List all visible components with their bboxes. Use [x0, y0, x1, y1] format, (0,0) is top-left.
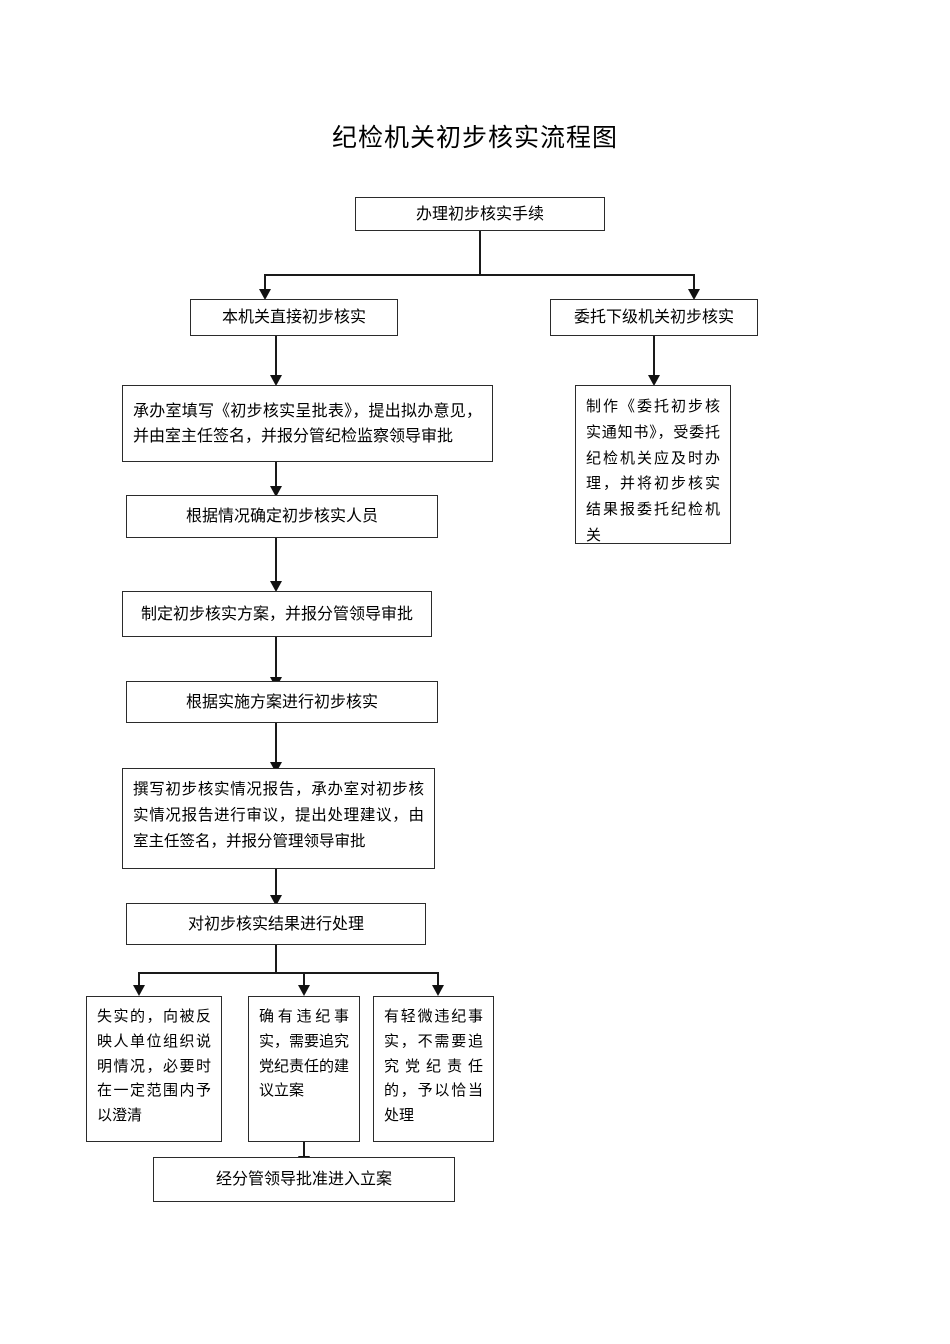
edge-start-right-drop	[693, 274, 695, 293]
arrow-to-entrust-notice	[648, 375, 660, 386]
edge-handle-drop-left	[138, 972, 140, 989]
edge-assign-to-plan	[275, 538, 277, 584]
node-assign-staff-label: 根据情况确定初步核实人员	[185, 506, 378, 526]
arrow-to-handle-result	[270, 895, 282, 906]
arrow-to-branch-entrust	[688, 289, 700, 300]
edge-start-stem	[479, 231, 481, 275]
edge-report-to-handle	[275, 869, 277, 904]
edge-fillform-to-assign	[275, 462, 277, 495]
node-outcome-case: 确有违纪事实，需要追究党纪责任的建议立案	[248, 996, 360, 1142]
node-entrust-notice-label: 制作《委托初步核实通知书》，受委托纪检机关应及时办理，并将初步核实结果报委托纪检…	[586, 397, 720, 544]
node-handle-result-label: 对初步核实结果进行处理	[187, 913, 364, 933]
edge-case-to-final	[303, 1142, 305, 1167]
node-outcome-case-label: 确有违纪事实，需要追究党纪责任的建议立案	[259, 1007, 350, 1100]
edge-handle-drop-right	[437, 972, 439, 989]
arrow-to-outcome-minor	[432, 985, 444, 996]
arrow-to-outcome-false	[133, 985, 145, 996]
edge-handle-split-bar	[138, 972, 438, 974]
node-branch-entrust: 委托下级机关初步核实	[550, 299, 758, 336]
node-final-approval-label: 经分管领导批准进入立案	[215, 1169, 392, 1189]
edge-handle-stem	[275, 945, 277, 973]
node-handle-result: 对初步核实结果进行处理	[126, 903, 426, 945]
node-outcome-false: 失实的，向被反映人单位组织说明情况，必要时在一定范围内予以澄清	[86, 996, 222, 1142]
arrow-to-assign-staff	[270, 486, 282, 497]
node-outcome-minor-label: 有轻微违纪事实，不需要追究党纪责任的，予以恰当处理	[384, 1007, 483, 1124]
arrow-to-fillform	[270, 375, 282, 386]
node-branch-entrust-label: 委托下级机关初步核实	[573, 307, 734, 327]
node-assign-staff: 根据情况确定初步核实人员	[126, 495, 438, 538]
node-branch-self-label: 本机关直接初步核实	[221, 307, 366, 327]
node-execute-plan-label: 根据实施方案进行初步核实	[185, 691, 378, 711]
node-make-plan: 制定初步核实方案，并报分管领导审批	[122, 591, 432, 637]
edge-plan-to-execute	[275, 637, 277, 680]
node-make-plan-label: 制定初步核实方案，并报分管领导审批	[140, 603, 413, 623]
arrow-to-branch-self	[259, 289, 271, 300]
edge-execute-to-report	[275, 723, 277, 766]
edge-start-split-bar	[264, 274, 694, 276]
edge-entrust-to-notice	[653, 336, 655, 378]
node-fill-form: 承办室填写《初步核实呈批表》，提出拟办意见，并由室主任签名，并报分管纪检监察领导…	[122, 385, 493, 462]
node-outcome-false-label: 失实的，向被反映人单位组织说明情况，必要时在一定范围内予以澄清	[97, 1007, 211, 1124]
page-title: 纪检机关初步核实流程图	[331, 123, 618, 152]
arrow-to-outcome-case	[298, 985, 310, 996]
node-branch-self: 本机关直接初步核实	[190, 299, 398, 336]
node-entrust-notice: 制作《委托初步核实通知书》，受委托纪检机关应及时办理，并将初步核实结果报委托纪检…	[575, 385, 731, 544]
node-start: 办理初步核实手续	[355, 197, 605, 231]
node-write-report: 撰写初步核实情况报告，承办室对初步核实情况报告进行审议，提出处理建议，由室主任签…	[122, 768, 435, 869]
arrow-to-make-plan	[270, 581, 282, 592]
node-start-label: 办理初步核实手续	[415, 203, 544, 223]
node-fill-form-label: 承办室填写《初步核实呈批表》，提出拟办意见，并由室主任签名，并报分管纪检监察领导…	[133, 400, 482, 445]
node-execute-plan: 根据实施方案进行初步核实	[126, 681, 438, 723]
edge-start-left-drop	[264, 274, 266, 293]
node-write-report-label: 撰写初步核实情况报告，承办室对初步核实情况报告进行审议，提出处理建议，由室主任签…	[133, 780, 424, 851]
edge-handle-drop-mid	[303, 972, 305, 989]
arrow-to-write-report	[270, 762, 282, 773]
edge-self-to-fillform	[275, 336, 277, 378]
node-final-approval: 经分管领导批准进入立案	[153, 1157, 455, 1202]
node-outcome-minor: 有轻微违纪事实，不需要追究党纪责任的，予以恰当处理	[373, 996, 494, 1142]
